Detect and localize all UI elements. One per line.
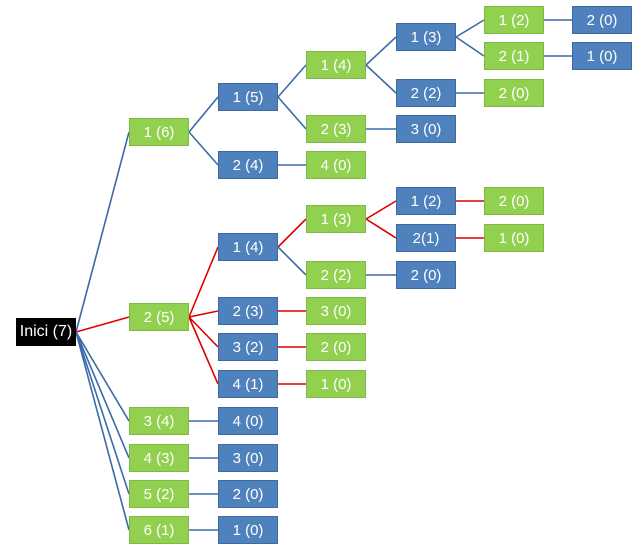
tree-node: 2 (1) xyxy=(484,42,544,70)
tree-node: 1 (0) xyxy=(306,370,366,398)
edge-a13-a21 xyxy=(455,36,485,57)
tree-node: 2 (2) xyxy=(306,261,366,289)
tree-node: 2 (3) xyxy=(218,297,278,325)
edge-n16-a24 xyxy=(188,131,219,166)
tree-node: 2 (4) xyxy=(218,151,278,179)
tree-node: 2 (0) xyxy=(484,187,544,215)
tree-node: 3 (0) xyxy=(218,444,278,472)
tree-node: 3 (4) xyxy=(129,407,189,435)
tree-node: 1 (0) xyxy=(484,224,544,252)
edge-root-n43 xyxy=(75,331,130,459)
tree-node: 1 (5) xyxy=(218,83,278,111)
tree-node: 3 (0) xyxy=(306,297,366,325)
tree-node: 6 (1) xyxy=(129,516,189,544)
tree-node: 1 (3) xyxy=(306,205,366,233)
edge-n16-a15 xyxy=(188,96,219,133)
edge-n25-b23 xyxy=(188,310,219,318)
edge-root-n25 xyxy=(75,316,130,333)
edge-root-n34 xyxy=(75,331,130,422)
tree-node: 2 (5) xyxy=(129,303,189,331)
tree-node: 1 (4) xyxy=(306,51,366,79)
tree-node: 4 (3) xyxy=(129,444,189,472)
tree-node: 1 (6) xyxy=(129,118,189,146)
tree-node: 2 (0) xyxy=(572,6,632,34)
tree-node: 2 (0) xyxy=(306,333,366,361)
tree-node: 3 (0) xyxy=(396,115,456,143)
root-node: Inici (7) xyxy=(16,318,76,346)
edge-n25-b41 xyxy=(188,316,219,385)
tree-node: 2 (0) xyxy=(396,261,456,289)
tree-node: 2 (3) xyxy=(306,115,366,143)
tree-node: 1 (4) xyxy=(218,233,278,261)
tree-node: 2 (0) xyxy=(484,79,544,107)
edge-n25-b14 xyxy=(188,246,219,318)
edge-b14-b13 xyxy=(277,218,307,248)
tree-node: 2 (0) xyxy=(218,480,278,508)
tree-node: 3 (2) xyxy=(218,333,278,361)
edge-b14-b22 xyxy=(277,246,307,276)
tree-node: 4 (0) xyxy=(218,407,278,435)
edge-root-n61 xyxy=(75,331,130,531)
edge-root-n16 xyxy=(75,131,130,333)
edge-a15-a14 xyxy=(277,64,307,98)
edge-a14-a13 xyxy=(365,36,397,66)
tree-node: 1 (0) xyxy=(218,516,278,544)
edge-a15-a23 xyxy=(277,96,307,130)
edge-b13-b21 xyxy=(365,218,397,239)
tree-node: 2(1) xyxy=(396,224,456,252)
tree-node: 1 (0) xyxy=(572,42,632,70)
edge-n25-b32 xyxy=(188,316,219,348)
tree-node: 5 (2) xyxy=(129,480,189,508)
edge-a13-a12 xyxy=(455,19,485,38)
tree-node: 4 (0) xyxy=(306,151,366,179)
edge-root-n52 xyxy=(75,331,130,495)
edge-b13-b12 xyxy=(365,200,397,220)
tree-node: 1 (2) xyxy=(484,6,544,34)
tree-node: 1 (3) xyxy=(396,23,456,51)
edge-a14-a22 xyxy=(365,64,397,94)
tree-node: 1 (2) xyxy=(396,187,456,215)
tree-node: 4 (1) xyxy=(218,370,278,398)
tree-node: 2 (2) xyxy=(396,79,456,107)
